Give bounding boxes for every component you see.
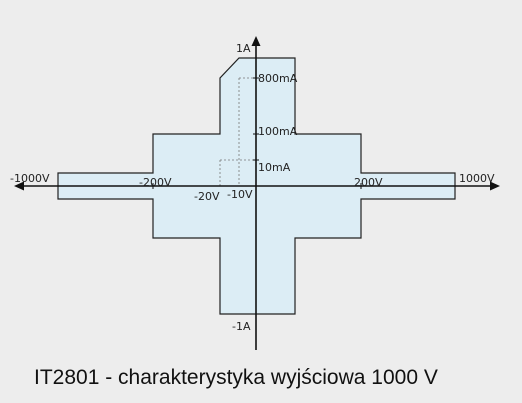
- label-voltage-minus-1000v: -1000V: [10, 172, 50, 185]
- current-axis-arrow-up: [251, 36, 261, 46]
- axis-ticks: [152, 77, 362, 189]
- figure-caption: IT2801 - charakterystyka wyjściowa 1000 …: [34, 366, 438, 389]
- label-current-100ma: 100mA: [258, 125, 298, 138]
- voltage-axis-arrow-right: [490, 181, 500, 191]
- label-voltage-200v: 200V: [354, 176, 383, 189]
- label-current-minus-1a: -1A: [232, 320, 251, 333]
- output-characteristic-diagram: 1A 800mA 100mA 10mA -1A -1000V -200V -20…: [10, 36, 500, 350]
- label-voltage-minus-10v: -10V: [227, 188, 253, 201]
- label-voltage-minus-200v: -200V: [139, 176, 172, 189]
- label-current-10ma: 10mA: [258, 161, 291, 174]
- label-voltage-minus-20v: -20V: [194, 190, 220, 203]
- voltage-axis-arrow-left: [14, 181, 24, 191]
- guide-lines: [219, 77, 256, 186]
- axes: [14, 36, 500, 350]
- label-voltage-1000v: 1000V: [459, 172, 495, 185]
- label-current-1a: 1A: [236, 42, 251, 55]
- label-current-800ma: 800mA: [258, 72, 298, 85]
